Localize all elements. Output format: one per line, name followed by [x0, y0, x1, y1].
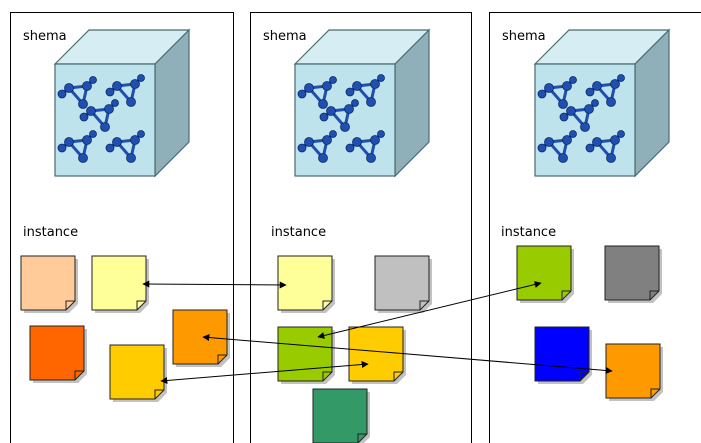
document-icon	[534, 326, 592, 384]
molecule-icon	[297, 76, 337, 109]
molecule-icon	[537, 76, 577, 109]
document-fold	[65, 300, 75, 310]
link-arrow	[317, 281, 542, 339]
document-page	[516, 245, 572, 301]
document-page	[172, 309, 228, 365]
schema-label-3: shema	[502, 29, 546, 44]
molecule-icon	[57, 76, 97, 109]
document-fold	[74, 370, 84, 380]
molecule-icon	[105, 74, 145, 107]
document-fold	[650, 388, 660, 398]
document-fold	[154, 389, 164, 399]
molecule-icon	[537, 130, 577, 163]
link-arrow	[142, 280, 287, 289]
document-fold	[561, 290, 571, 300]
molecule-icon	[585, 74, 625, 107]
instance-label-2: instance	[271, 225, 327, 240]
molecule-icon	[345, 74, 385, 107]
document-icon	[29, 325, 87, 383]
document-icon	[91, 255, 149, 313]
schema-label-1: shema	[23, 29, 67, 44]
document-page	[604, 245, 660, 301]
molecule-icon	[57, 130, 97, 163]
document-fold	[357, 433, 367, 443]
document-page	[374, 255, 430, 311]
molecule-icon	[585, 130, 625, 163]
document-page	[91, 255, 147, 311]
instance-label-3: instance	[501, 225, 557, 240]
schema-label-2: shema	[263, 29, 307, 44]
document-page	[534, 326, 590, 382]
document-icon	[20, 255, 78, 313]
schema-cube-icon-3	[533, 28, 671, 178]
document-icon	[277, 255, 335, 313]
document-page	[20, 255, 76, 311]
document-page	[29, 325, 85, 381]
document-icon	[109, 344, 167, 402]
document-page	[109, 344, 165, 400]
document-page	[348, 326, 404, 382]
instance-label-1: instance	[23, 225, 79, 240]
document-icon	[516, 245, 574, 303]
document-page	[312, 388, 368, 443]
document-icon	[604, 245, 662, 303]
schema-cube-icon-2	[293, 28, 431, 178]
molecule-icon	[297, 130, 337, 163]
document-icon	[374, 255, 432, 313]
molecule-icon	[319, 99, 359, 132]
molecule-icon	[345, 130, 385, 163]
document-fold	[649, 290, 659, 300]
document-icon	[312, 388, 370, 443]
link-arrow	[202, 334, 613, 374]
schema-cube-icon-1	[53, 28, 191, 178]
molecule-icon	[105, 130, 145, 163]
document-fold	[136, 300, 146, 310]
document-page	[277, 255, 333, 311]
molecule-icon	[79, 99, 119, 132]
molecule-icon	[559, 99, 599, 132]
document-page	[605, 343, 661, 399]
document-icon	[605, 343, 663, 401]
document-icon	[277, 326, 335, 384]
document-icon	[348, 326, 406, 384]
